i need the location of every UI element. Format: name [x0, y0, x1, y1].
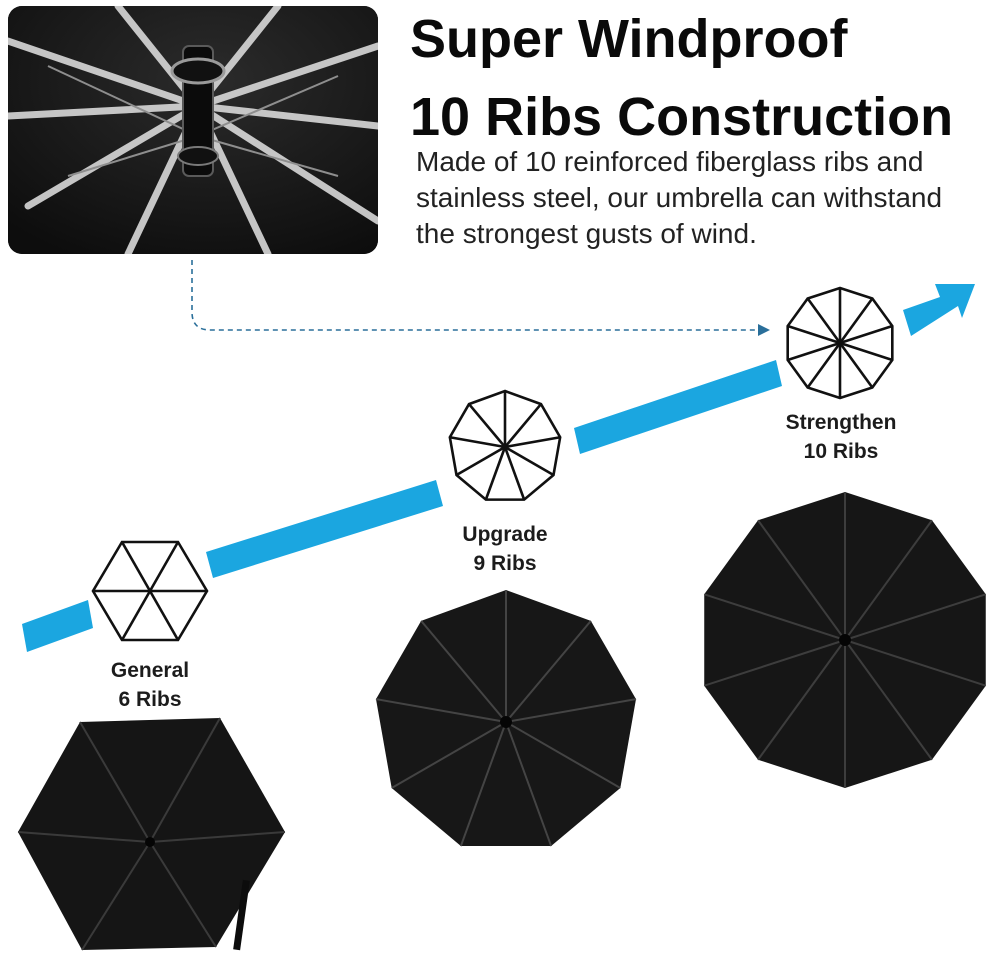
connector-arrowhead-icon	[758, 324, 770, 336]
title-line-1: Super Windproof	[410, 9, 848, 69]
nine-rib-diagram-icon	[448, 389, 562, 501]
ten-rib-diagram-icon	[786, 286, 894, 400]
title-line-2: 10 Ribs Construction	[410, 87, 954, 147]
tier-label-general: General 6 Ribs	[70, 656, 230, 714]
ribs-closeup-illustration	[8, 6, 378, 254]
progress-arrow-icon	[903, 284, 975, 336]
tier-label-upgrade: Upgrade 9 Ribs	[425, 520, 585, 578]
umbrella-9-ribs-image	[375, 590, 637, 847]
tier-label-strengthen: Strengthen 10 Ribs	[761, 408, 921, 466]
tier-ribs: 6 Ribs	[118, 688, 182, 711]
progress-bar-segment-2	[206, 480, 443, 578]
progress-bar-segment-3	[574, 360, 782, 454]
page-title: Super Windproof 10 Ribs Construction	[410, 0, 1000, 156]
dashed-connector-line	[191, 260, 760, 331]
description-line-3: the strongest gusts of wind.	[416, 218, 757, 249]
tier-name: Strengthen	[785, 411, 897, 434]
six-rib-diagram-icon	[91, 540, 209, 642]
description-line-1: Made of 10 reinforced fiberglass ribs an…	[416, 146, 924, 177]
ribs-closeup-photo	[8, 6, 378, 254]
tier-name: Upgrade	[462, 523, 548, 546]
umbrella-10-ribs-image	[703, 492, 987, 788]
tier-ribs: 10 Ribs	[803, 440, 879, 463]
progress-bar-segment-1	[22, 600, 93, 652]
tier-name: General	[110, 659, 190, 682]
umbrella-6-ribs-image	[17, 717, 286, 951]
description-line-2: stainless steel, our umbrella can withst…	[416, 182, 943, 213]
description-text: Made of 10 reinforced fiberglass ribs an…	[416, 144, 996, 252]
tier-ribs: 9 Ribs	[473, 552, 537, 575]
